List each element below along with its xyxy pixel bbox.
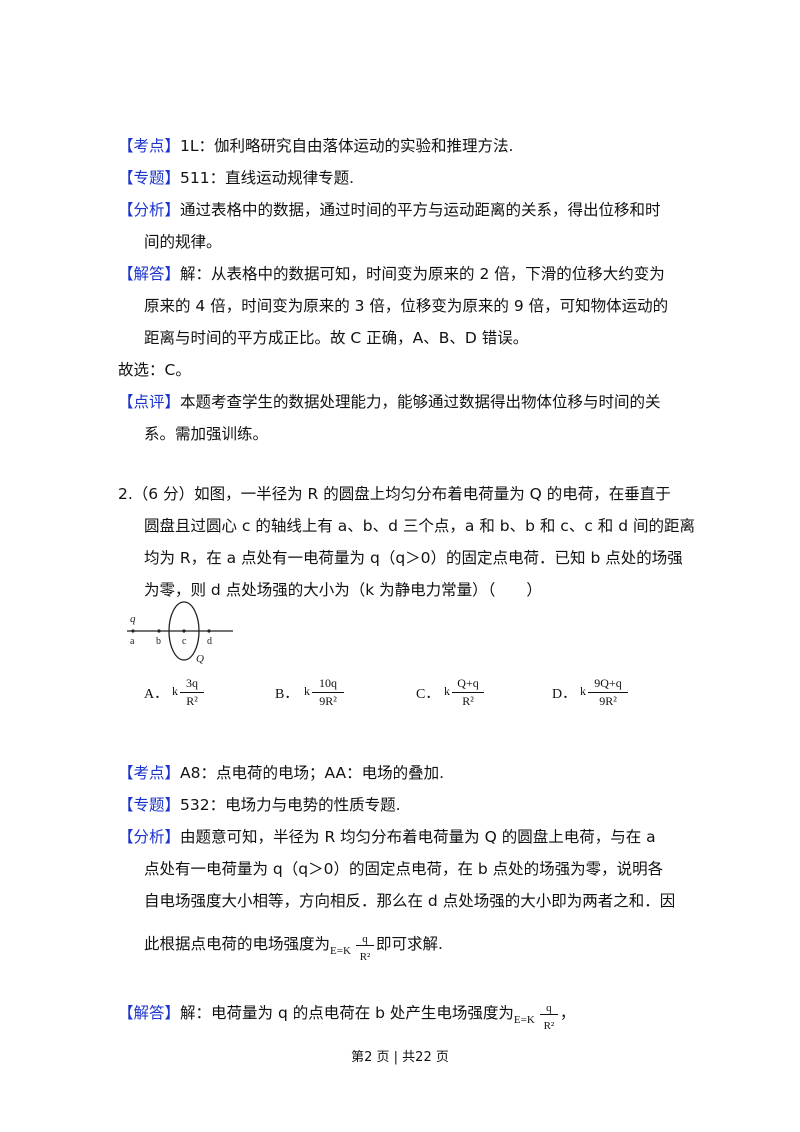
question-line: 为零，则 d 点处场强的大小为（k 为静电力常量）（ ） <box>144 581 542 599</box>
question-line: 均为 R，在 a 点处有一电荷量为 q（q＞0）的固定点电荷．已知 b 点处的场… <box>144 549 683 567</box>
point-b <box>157 629 161 633</box>
option-label: C． <box>416 687 440 702</box>
dianping-tag: 【点评】 <box>118 393 181 411</box>
option-label: B． <box>275 687 299 702</box>
fenxi-line: 点处有一电荷量为 q（q＞0）的固定点电荷，在 b 点处的场强为零，说明各 <box>144 860 664 878</box>
kaodian-tag: 【考点】 <box>118 137 181 155</box>
answer-choice: 故选：C。 <box>118 361 191 379</box>
option-label: A． <box>144 687 169 702</box>
zhuanti-text: 511：直线运动规律专题. <box>180 169 355 187</box>
jieda-tag: 【解答】 <box>118 1004 181 1022</box>
zhuanti-tag: 【专题】 <box>118 796 181 814</box>
dianping-row: 【点评】本题考查学生的数据处理能力，能够通过数据得出物体位移与时间的关 <box>118 392 661 412</box>
jieda-line: 解：从表格中的数据可知，时间变为原来的 2 倍，下滑的位移大约变为 <box>180 265 665 283</box>
jieda-line: 解：电荷量为 q 的点电荷在 b 处产生电场强度为 <box>180 1004 514 1022</box>
label-d: d <box>207 636 212 647</box>
jieda-line: 原来的 4 倍，时间变为原来的 3 倍，位移变为原来的 9 倍，可知物体运动的 <box>144 297 669 315</box>
kaodian-text: 1L：伽利略研究自由落体运动的实验和推理方法. <box>180 137 514 155</box>
zhuanti-text: 532：电场力与电势的性质专题. <box>180 796 401 814</box>
dianping-line: 本题考查学生的数据处理能力，能够通过数据得出物体位移与时间的关 <box>180 393 661 411</box>
jieda-line: 距离与时间的平方成正比。故 C 正确，A、B、D 错误。 <box>144 329 529 347</box>
option-label: D． <box>552 687 577 702</box>
dianping-line: 系。需加强训练。 <box>144 425 269 443</box>
fenxi-row-1: 【分析】通过表格中的数据，通过时间的平方与运动距离的关系，得出位移和时 <box>118 200 661 220</box>
jieda-row-1: 【解答】解：从表格中的数据可知，时间变为原来的 2 倍，下滑的位移大约变为 <box>118 264 665 284</box>
kaodian-row-1: 【考点】1L：伽利略研究自由落体运动的实验和推理方法. <box>118 136 513 156</box>
kaodian-row-2: 【考点】A8：点电荷的电场；AA：电场的叠加. <box>118 763 444 783</box>
fenxi-line: 由题意可知，半径为 R 均匀分布着电荷量为 Q 的圆盘上电荷，与在 a <box>180 828 656 846</box>
page-footer: 第2 页 | 共22 页 <box>351 1050 449 1065</box>
question-line: 圆盘且过圆心 c 的轴线上有 a、b、d 三个点，a 和 b、b 和 c、c 和… <box>144 517 695 535</box>
fenxi-tag: 【分析】 <box>118 828 181 846</box>
charged-disk-figure: q a b c d Q <box>127 601 233 665</box>
jieda-row-2: 【解答】解：电荷量为 q 的点电荷在 b 处产生电场强度为 E=K q R² ， <box>118 1001 576 1032</box>
fenxi-tag: 【分析】 <box>118 201 181 219</box>
label-c: c <box>182 636 187 647</box>
fenxi-line-formula: 此根据点电荷的电场强度为 E=K q R² 即可求解. <box>144 932 443 963</box>
label-Q: Q <box>196 653 204 665</box>
point-a <box>131 629 135 633</box>
label-q: q <box>130 613 136 625</box>
jieda-tag: 【解答】 <box>118 265 181 283</box>
label-b: b <box>156 636 161 647</box>
question-line: 2.（6 分）如图，一半径为 R 的圆盘上均匀分布着电荷量为 Q 的电荷，在垂直… <box>118 485 671 503</box>
fenxi-line: 间的规律。 <box>144 233 222 251</box>
kaodian-tag: 【考点】 <box>118 764 181 782</box>
kaodian-text: A8：点电荷的电场；AA：电场的叠加. <box>180 764 445 782</box>
coulomb-formula: E=K q R² <box>330 933 376 963</box>
fenxi-row-2: 【分析】由题意可知，半径为 R 均匀分布着电荷量为 Q 的圆盘上电荷，与在 a <box>118 827 656 847</box>
zhuanti-row-1: 【专题】511：直线运动规律专题. <box>118 168 354 188</box>
point-c <box>182 629 186 633</box>
zhuanti-row-2: 【专题】532：电场力与电势的性质专题. <box>118 795 401 815</box>
zhuanti-tag: 【专题】 <box>118 169 181 187</box>
fenxi-line: 自电场强度大小相等，方向相反．那么在 d 点处场强的大小即为两者之和．因 <box>144 892 676 910</box>
disk-ellipse <box>168 601 200 661</box>
point-d <box>207 629 211 633</box>
label-a: a <box>130 636 135 647</box>
fenxi-line: 通过表格中的数据，通过时间的平方与运动距离的关系，得出位移和时 <box>180 201 661 219</box>
coulomb-formula: E=K q R² <box>514 1002 560 1032</box>
